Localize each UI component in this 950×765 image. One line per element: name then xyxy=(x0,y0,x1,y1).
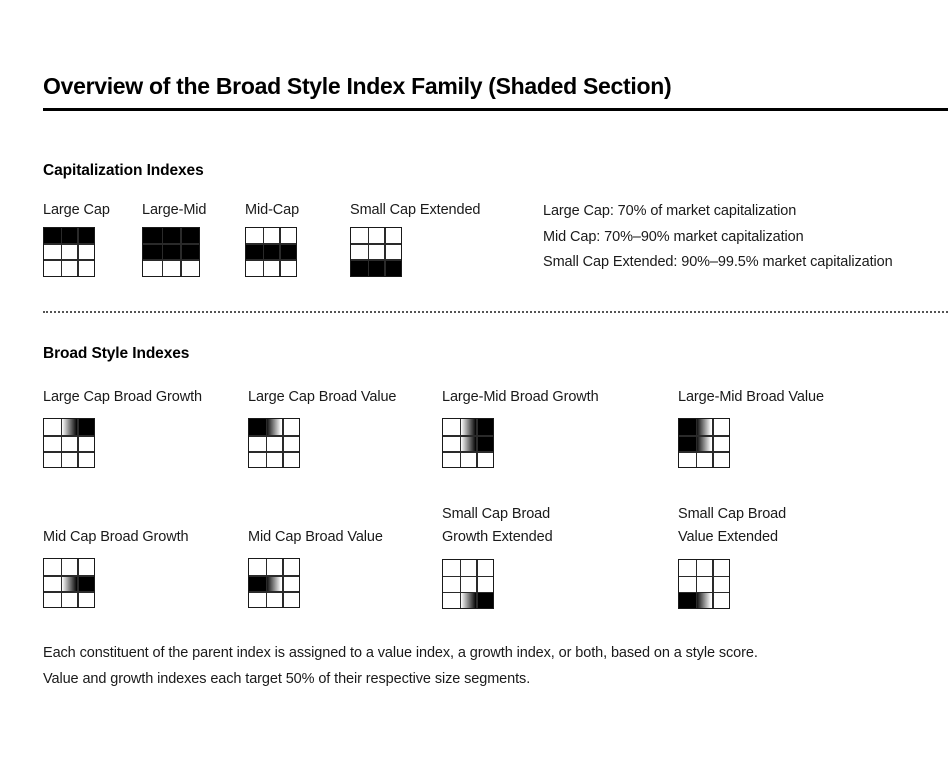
broad-style-index-label: Large Cap Broad Growth xyxy=(43,389,202,405)
index-grid-shaded-band xyxy=(143,227,199,260)
index-grid xyxy=(678,418,730,469)
capitalization-index-item: Small Cap Extended xyxy=(350,203,480,277)
capitalization-note: Small Cap Extended: 90%–99.5% market cap… xyxy=(543,254,893,271)
index-grid xyxy=(245,226,297,277)
index-grid xyxy=(678,558,730,609)
index-grid-shaded-band xyxy=(44,227,94,244)
broad-style-grid-wrapper xyxy=(248,558,383,609)
index-grid-shaded-band xyxy=(249,575,299,592)
capitalization-note: Mid Cap: 70%–90% market capitalization xyxy=(543,228,804,245)
broad-style-grid-wrapper xyxy=(442,558,553,609)
index-grid xyxy=(350,226,402,277)
broad-style-index-label: Small Cap Broad Growth Extended xyxy=(442,506,553,546)
index-grid-shaded-band xyxy=(443,591,493,608)
broad-style-index-item: Mid Cap Broad Growth xyxy=(43,526,189,609)
capitalization-index-label: Large-Mid xyxy=(142,202,207,218)
figure-footnote-line: Value and growth indexes each target 50%… xyxy=(43,671,531,688)
broad-style-grid-wrapper xyxy=(442,418,599,469)
capitalization-index-item: Mid-Cap xyxy=(245,203,299,277)
broad-style-index-label: Small Cap Broad Value Extended xyxy=(678,506,787,546)
index-grid-shaded-band xyxy=(443,419,493,452)
broad-style-grid-wrapper xyxy=(43,418,202,469)
broad-style-index-item: Large-Mid Broad Value xyxy=(678,386,824,469)
broad-style-index-item: Small Cap Broad Value Extended xyxy=(678,503,786,609)
index-grid xyxy=(142,226,200,277)
index-grid xyxy=(43,418,95,469)
figure-footnote-line: Each constituent of the parent index is … xyxy=(43,645,758,661)
capitalization-index-item: Large Cap xyxy=(43,203,110,277)
index-grid-shaded-band xyxy=(679,591,729,608)
broad-style-index-label: Large Cap Broad Value xyxy=(248,389,397,405)
index-grid-shaded-band xyxy=(246,243,296,260)
section-divider xyxy=(43,311,948,313)
index-grid xyxy=(43,226,95,277)
broad-style-grid-wrapper xyxy=(43,558,188,609)
broad-style-grid-wrapper xyxy=(678,558,786,609)
capitalization-index-label: Small Cap Extended xyxy=(350,202,481,218)
broad-style-grid-wrapper xyxy=(678,418,824,469)
broad-style-index-label: Large-Mid Broad Value xyxy=(678,389,824,405)
capitalization-index-label: Large Cap xyxy=(43,202,110,218)
index-grid-shaded-band xyxy=(679,419,729,452)
broad-style-index-label: Mid Cap Broad Growth xyxy=(43,529,189,545)
index-grid xyxy=(442,558,494,609)
page-title: Overview of the Broad Style Index Family… xyxy=(43,73,672,99)
capitalization-index-label: Mid-Cap xyxy=(245,202,300,218)
title-underline-rule xyxy=(43,108,948,111)
index-grid xyxy=(442,418,494,469)
broad-style-index-item: Large-Mid Broad Growth xyxy=(442,386,599,469)
section-heading-broad-style: Broad Style Indexes xyxy=(43,345,190,362)
index-grid-shaded-band xyxy=(44,419,94,436)
index-grid-shaded-band xyxy=(249,419,299,436)
index-grid-shaded-band xyxy=(44,575,94,592)
broad-style-grid-wrapper xyxy=(248,418,396,469)
broad-style-index-item: Small Cap Broad Growth Extended xyxy=(442,503,553,609)
capitalization-index-item: Large-Mid xyxy=(142,203,206,277)
index-grid xyxy=(248,418,300,469)
broad-style-index-label: Large-Mid Broad Growth xyxy=(442,389,599,405)
capitalization-note: Large Cap: 70% of market capitalization xyxy=(543,203,797,219)
figure-footnote: Each constituent of the parent index is … xyxy=(43,643,923,695)
index-grid xyxy=(248,558,300,609)
broad-style-index-label: Mid Cap Broad Value xyxy=(248,529,383,545)
index-grid-shaded-band xyxy=(351,259,401,276)
index-grid xyxy=(43,558,95,609)
broad-style-index-item: Mid Cap Broad Value xyxy=(248,526,383,609)
broad-style-index-item: Large Cap Broad Value xyxy=(248,386,397,469)
broad-style-index-item: Large Cap Broad Growth xyxy=(43,386,202,469)
section-heading-capitalization: Capitalization Indexes xyxy=(43,162,204,179)
page-title-container: Overview of the Broad Style Index Family… xyxy=(43,73,907,99)
